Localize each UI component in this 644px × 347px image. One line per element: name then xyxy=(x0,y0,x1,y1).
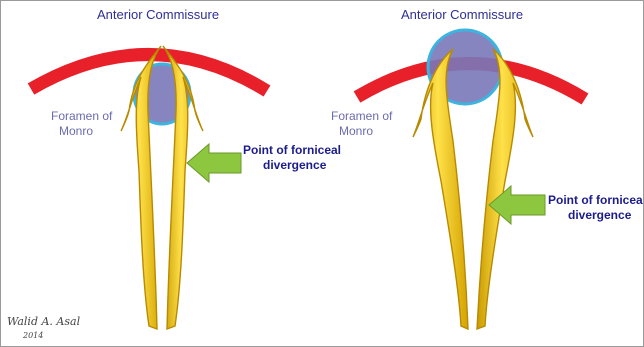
foramen-label-right-line2: Monro xyxy=(339,124,373,138)
foramen-label-right-line1: Foramen of xyxy=(331,109,392,123)
author-signature: Walid A. Asal xyxy=(7,315,80,328)
divergence-label-right-line1: Point of forniceal xyxy=(548,193,644,207)
anterior-commissure-label-right: Anterior Commissure xyxy=(401,7,523,23)
signature-year: 2014 xyxy=(23,331,43,340)
divergence-label-right-line2: divergence xyxy=(568,208,631,222)
